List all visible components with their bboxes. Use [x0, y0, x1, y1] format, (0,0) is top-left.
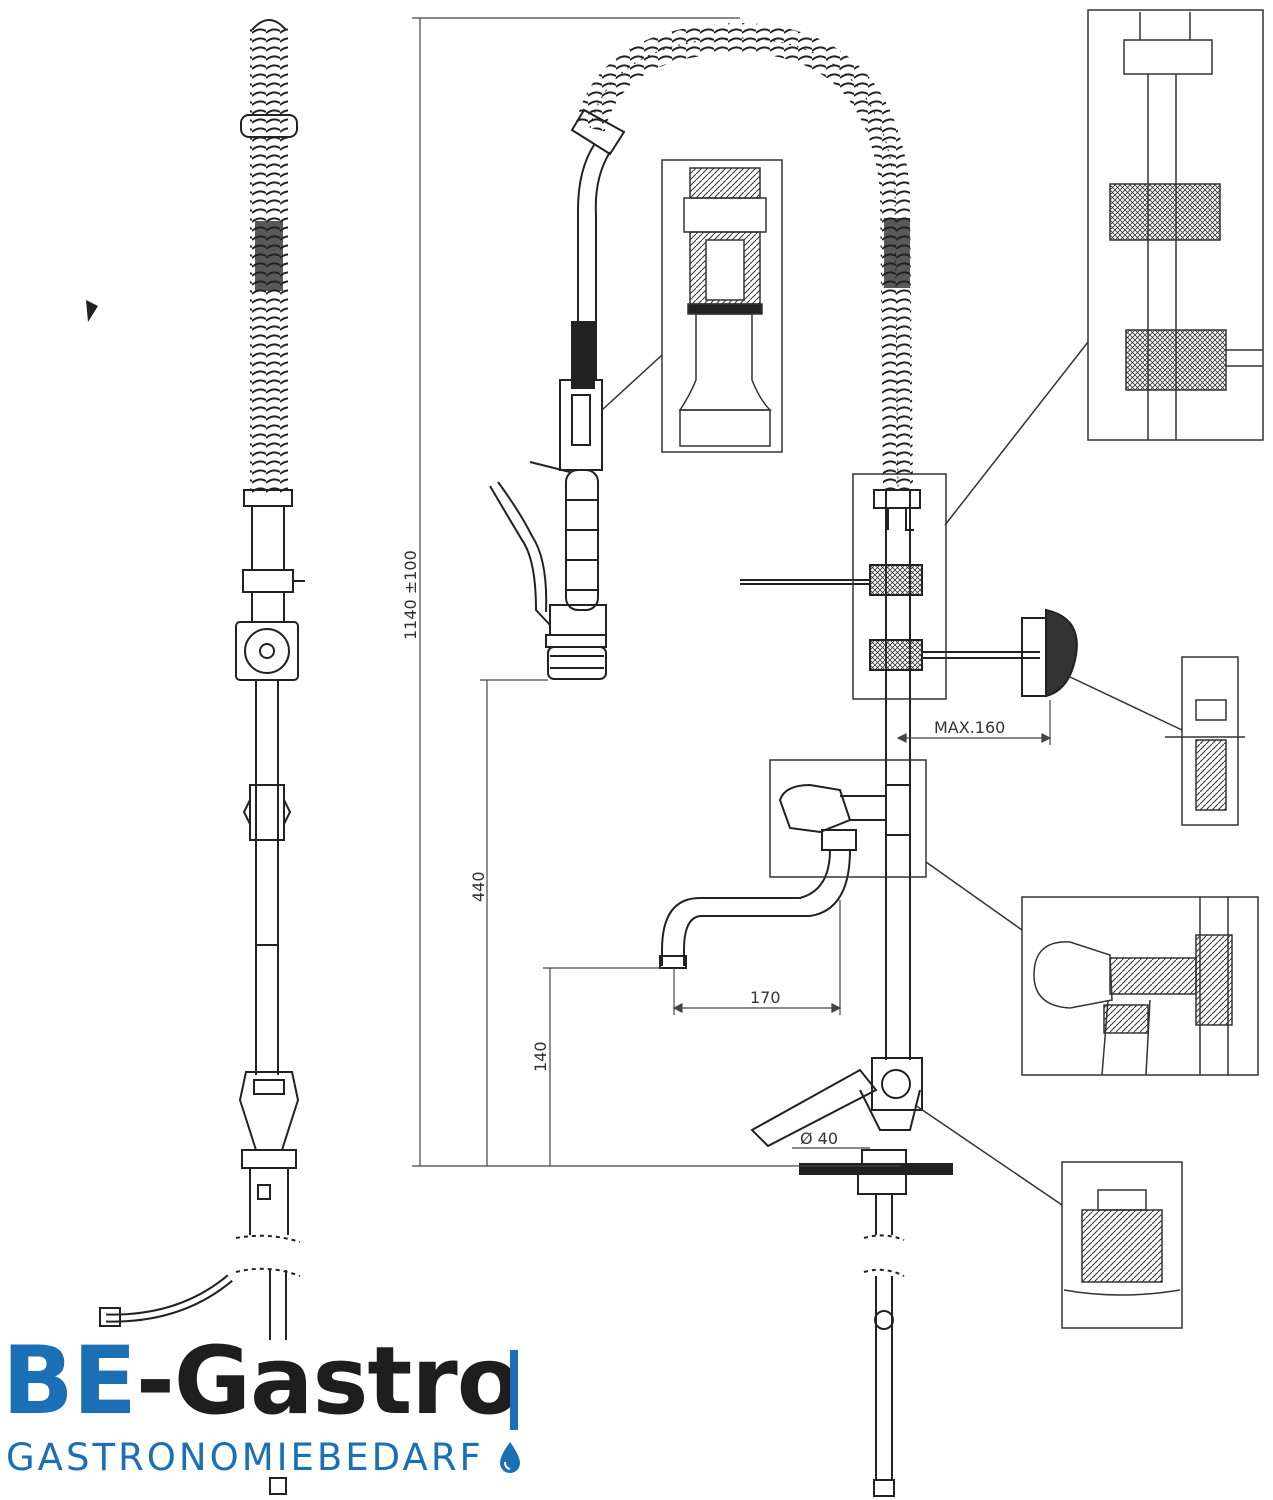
water-drop-icon	[500, 1442, 520, 1473]
brand-tagline: GASTRONOMIEBEDARF	[6, 1436, 484, 1479]
detail-callouts	[601, 9, 1264, 1329]
dim-total-height: 1140 ±100	[401, 550, 420, 640]
side-view	[99, 19, 305, 1495]
brand-bar	[510, 1350, 518, 1430]
dim-spout-height: 140	[531, 1041, 550, 1072]
dim-spout-reach: 170	[750, 988, 781, 1007]
brand-logo: BE-Gastro GASTRONOMIEBEDARF	[2, 1332, 542, 1500]
brand-name-prefix: BE	[2, 1327, 137, 1436]
brand-name: BE-Gastro	[2, 1332, 521, 1432]
dimension-lines	[412, 17, 1052, 1167]
stray-mark	[86, 300, 98, 322]
brand-name-suffix: -Gastro	[135, 1327, 521, 1436]
dim-max-reach: MAX.160	[934, 718, 1005, 737]
front-view	[489, 22, 1078, 1497]
dim-handle-height: 440	[469, 871, 488, 902]
dim-hole-diameter: Ø 40	[800, 1129, 838, 1148]
